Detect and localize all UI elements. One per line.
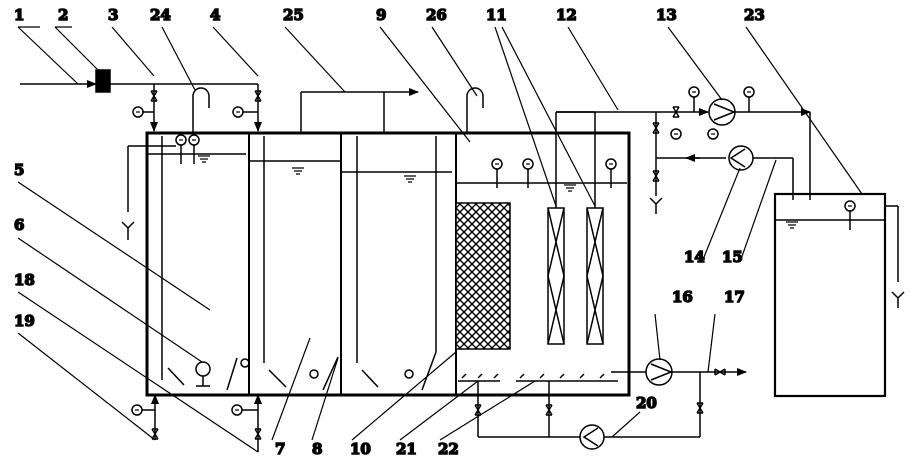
label-17: 17 — [724, 288, 745, 306]
label-4: 4 — [210, 6, 220, 24]
label-15: 15 — [722, 248, 743, 266]
mixer — [195, 361, 211, 387]
label-13: 13 — [656, 6, 677, 24]
recirculation-pump — [474, 404, 700, 450]
label-19: 19 — [14, 312, 35, 330]
label-20: 20 — [636, 394, 657, 412]
product-tank — [773, 192, 905, 398]
left-overflow — [121, 134, 200, 240]
gas-collection-line — [300, 87, 484, 133]
label-21: 21 — [396, 440, 417, 458]
packing-media — [455, 202, 511, 350]
label-2: 2 — [58, 6, 68, 24]
main-tank — [145, 131, 631, 397]
permeate-line — [556, 86, 811, 214]
tank-sensors — [491, 158, 617, 188]
label-3: 3 — [108, 6, 118, 24]
label-12: 12 — [556, 6, 577, 24]
leader-lines — [17, 26, 863, 453]
label-26: 26 — [426, 6, 447, 24]
label-10: 10 — [350, 440, 371, 458]
label-14: 14 — [684, 248, 705, 266]
inlet-line — [20, 69, 262, 133]
label-16: 16 — [672, 288, 693, 306]
label-23: 23 — [744, 6, 765, 24]
label-1: 1 — [14, 6, 24, 24]
label-7: 7 — [275, 440, 285, 458]
callout-labels: 1 2 3 24 4 25 9 26 11 12 13 23 5 6 18 19… — [13, 5, 765, 459]
label-25: 25 — [283, 6, 304, 24]
effluent-line — [611, 358, 747, 437]
label-9: 9 — [376, 6, 386, 24]
label-18: 18 — [14, 271, 35, 289]
aeration-diffusers — [458, 373, 618, 438]
membrane-modules — [547, 111, 604, 345]
label-8: 8 — [312, 440, 322, 458]
sludge-lines — [131, 394, 262, 452]
label-24: 24 — [150, 6, 171, 24]
label-11: 11 — [486, 6, 507, 24]
label-6: 6 — [14, 216, 24, 234]
label-22: 22 — [438, 440, 459, 458]
label-5: 5 — [14, 161, 24, 179]
